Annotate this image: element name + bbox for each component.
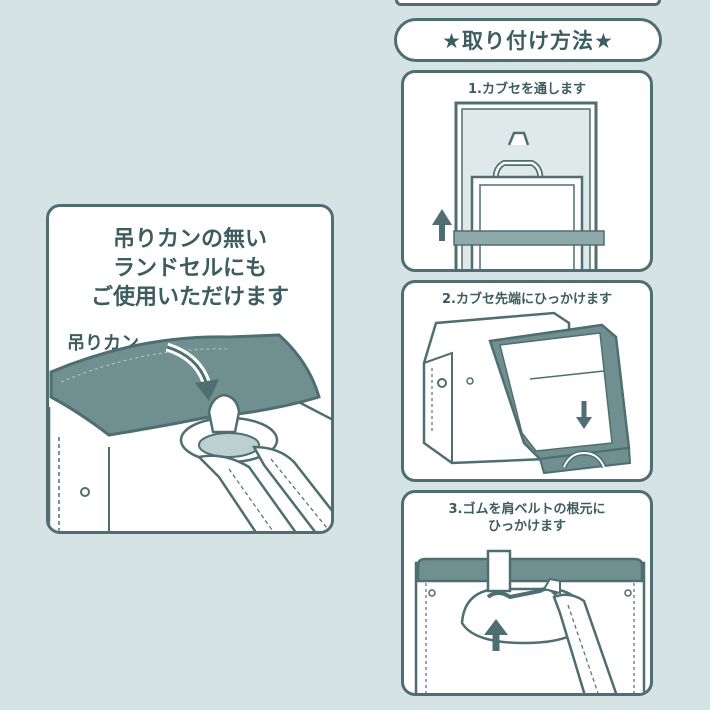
step-2-illustration [422,311,632,475]
step-1-label: 1.カブセを通します [468,82,586,97]
left-info-panel: 吊りカンの無い ランドセルにも ご使用いただけます 吊りカン [46,204,334,534]
step-1-illustration [432,101,605,269]
step-2-panel: 2.カブセ先端にひっかけます [401,280,653,482]
step-3-panel: 3.ゴムを肩ベルトの根元に ひっかけます ゴム [401,490,653,696]
info-line-3: ご使用いただけます [90,285,289,310]
step-3-label-line-2: ひっかけます [487,519,566,534]
instructions-title: ★取り付け方法★ [394,18,662,62]
step-2-label: 2.カブセ先端にひっかけます [442,292,612,307]
backpack-illustration [49,333,331,531]
step-3-label: 3.ゴムを肩ベルトの根元に ひっかけます [404,501,650,535]
top-decor-bar [395,0,661,6]
step-1-panel: 1.カブセを通します [401,70,653,272]
step-3-label-line-1: 3.ゴムを肩ベルトの根元に [448,502,606,517]
left-info-text: 吊りカンの無い ランドセルにも ご使用いただけます [49,225,331,312]
info-line-1: 吊りカンの無い [112,227,267,252]
step-3-illustration [414,549,646,693]
info-line-2: ランドセルにも [112,256,267,281]
